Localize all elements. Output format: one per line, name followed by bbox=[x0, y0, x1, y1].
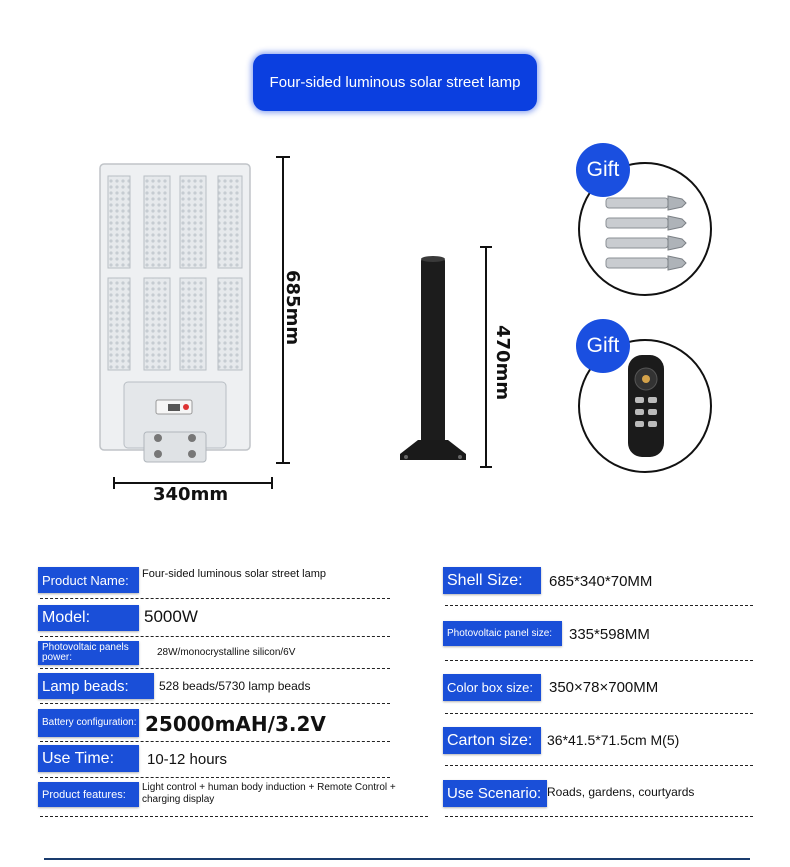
row-divider bbox=[40, 636, 390, 637]
label-carton-size: Carton size: bbox=[443, 727, 541, 754]
lamp-width-label: 340mm bbox=[153, 484, 229, 505]
label-lamp-beads: Lamp beads: bbox=[38, 673, 154, 699]
row-divider bbox=[445, 660, 753, 661]
lamp-width-dimension bbox=[113, 477, 273, 489]
row-divider bbox=[445, 816, 753, 817]
gift-badge-1: Gift bbox=[576, 143, 630, 197]
value-product-name: Four-sided luminous solar street lamp bbox=[142, 568, 327, 580]
row-divider bbox=[40, 668, 390, 669]
label-pv-power: Photovoltaic panels power: bbox=[38, 641, 139, 665]
expansion-screws-image bbox=[605, 195, 687, 271]
value-lamp-beads: 528 beads/5730 lamp beads bbox=[159, 679, 311, 693]
value-model: 5000W bbox=[144, 607, 198, 626]
value-product-features: Light control + human body induction + R… bbox=[142, 782, 396, 805]
row-divider bbox=[40, 741, 390, 742]
title-banner: Four-sided luminous solar street lamp bbox=[253, 54, 537, 111]
lamp-height-label: 685mm bbox=[282, 270, 303, 346]
value-shell-size: 685*340*70MM bbox=[549, 573, 653, 590]
value-pv-power: 28W/monocrystalline silicon/6V bbox=[157, 647, 296, 658]
value-carton-size: 36*41.5*71.5cm M(5) bbox=[547, 732, 680, 748]
label-use-time: Use Time: bbox=[38, 745, 139, 772]
label-product-name: Product Name: bbox=[38, 567, 139, 593]
value-color-box-size: 350×78×700MM bbox=[549, 679, 659, 696]
value-use-time: 10-12 hours bbox=[147, 751, 228, 768]
label-color-box-size: Color box size: bbox=[443, 674, 541, 701]
row-divider bbox=[445, 605, 753, 606]
label-product-features: Product features: bbox=[38, 782, 139, 807]
row-divider bbox=[40, 703, 390, 704]
value-battery: 25000mAH/3.2V bbox=[145, 712, 326, 736]
label-use-scenario: Use Scenario: bbox=[443, 780, 547, 807]
row-divider bbox=[40, 777, 390, 778]
row-divider bbox=[445, 713, 753, 714]
label-model: Model: bbox=[38, 605, 139, 631]
lamp-height-dimension bbox=[276, 156, 290, 464]
gift-badge-2: Gift bbox=[576, 319, 630, 373]
row-divider bbox=[40, 816, 428, 817]
label-battery: Battery configuration: bbox=[38, 709, 139, 737]
remote-control-image bbox=[628, 355, 664, 457]
pole-height-dimension bbox=[480, 246, 492, 468]
value-use-scenario: Roads, gardens, courtyards bbox=[547, 785, 695, 799]
row-divider bbox=[40, 598, 390, 599]
value-pv-panel-size: 335*598MM bbox=[569, 626, 650, 643]
row-divider bbox=[445, 765, 753, 766]
label-shell-size: Shell Size: bbox=[443, 567, 541, 594]
street-lamp-image bbox=[99, 163, 251, 463]
label-pv-panel-size: Photovoltaic panel size: bbox=[443, 621, 562, 646]
mounting-pole-image bbox=[400, 256, 466, 460]
pole-height-label: 470mm bbox=[492, 325, 513, 401]
bottom-divider bbox=[44, 858, 750, 860]
